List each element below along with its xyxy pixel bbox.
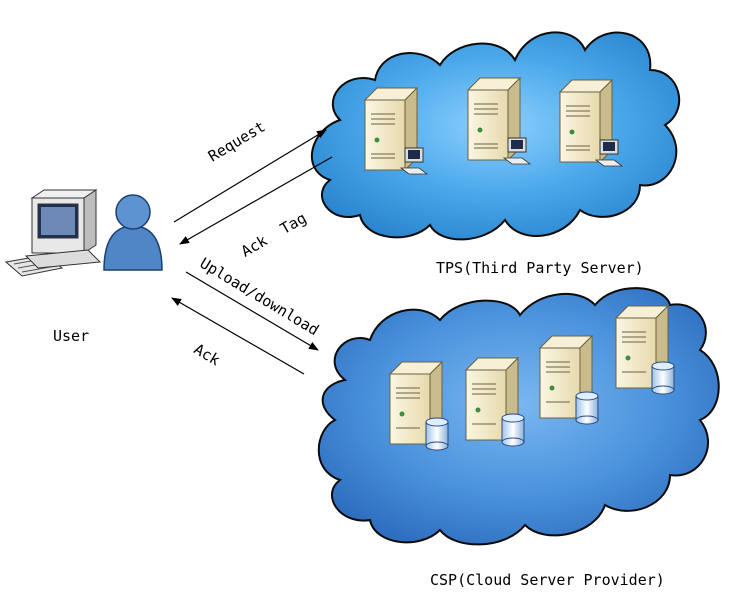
server-with-monitor-icon bbox=[363, 86, 429, 175]
user-label: User bbox=[53, 327, 90, 345]
upload-download-arrow bbox=[185, 271, 319, 351]
arrows bbox=[171, 129, 333, 375]
server-with-database-icon bbox=[464, 356, 525, 447]
ack-tag-arrow bbox=[179, 156, 333, 245]
server-with-monitor-icon bbox=[466, 76, 532, 165]
request-arrow bbox=[173, 129, 327, 223]
server-with-database-icon bbox=[614, 304, 675, 395]
computer-icon bbox=[4, 189, 102, 277]
csp-label: CSP(Cloud Server Provider) bbox=[430, 571, 665, 589]
server-with-database-icon bbox=[538, 334, 599, 425]
tps-servers bbox=[363, 76, 624, 175]
ack-arrow bbox=[171, 297, 305, 375]
server-with-monitor-icon bbox=[558, 78, 624, 167]
tps-label: TPS(Third Party Server) bbox=[436, 259, 644, 277]
person-icon bbox=[103, 194, 163, 271]
server-with-database-icon bbox=[388, 360, 449, 451]
csp-servers bbox=[388, 304, 675, 451]
